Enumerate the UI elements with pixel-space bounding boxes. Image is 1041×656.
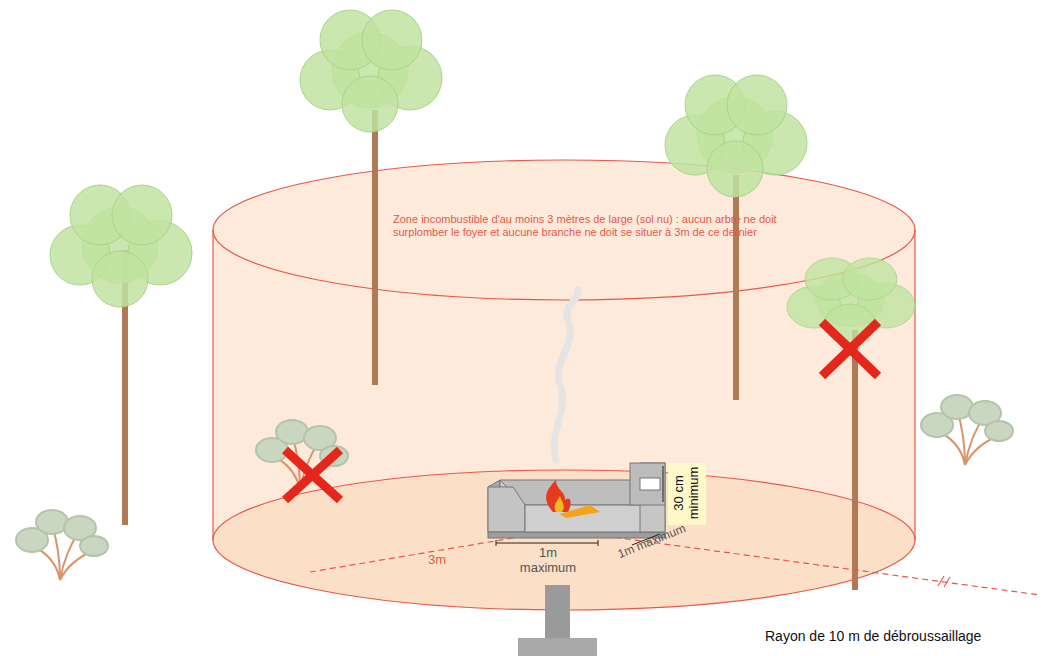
radius-dimension: 3m bbox=[428, 553, 458, 568]
dimension-line bbox=[496, 466, 663, 546]
tree bbox=[300, 10, 442, 385]
width-dimension: 1m maximum bbox=[518, 546, 578, 576]
incombustible-zone bbox=[213, 160, 915, 610]
break-mark bbox=[938, 576, 950, 587]
forbidden-cross bbox=[285, 322, 878, 500]
tree bbox=[50, 185, 192, 525]
bush bbox=[16, 510, 108, 580]
clearing-radius-note: Rayon de 10 m de débroussaillage bbox=[765, 628, 1035, 644]
fire-pit bbox=[488, 463, 665, 538]
zone-note: Zone incombustible d'au moins 3 mètres d… bbox=[393, 213, 783, 238]
radius-line bbox=[310, 536, 1040, 595]
tree bbox=[787, 258, 915, 590]
bush bbox=[921, 395, 1013, 465]
height-dimension: 30 cm minimum bbox=[672, 462, 702, 524]
smoke bbox=[554, 290, 578, 460]
pedestal bbox=[545, 585, 570, 640]
pedestal-base bbox=[518, 638, 597, 656]
